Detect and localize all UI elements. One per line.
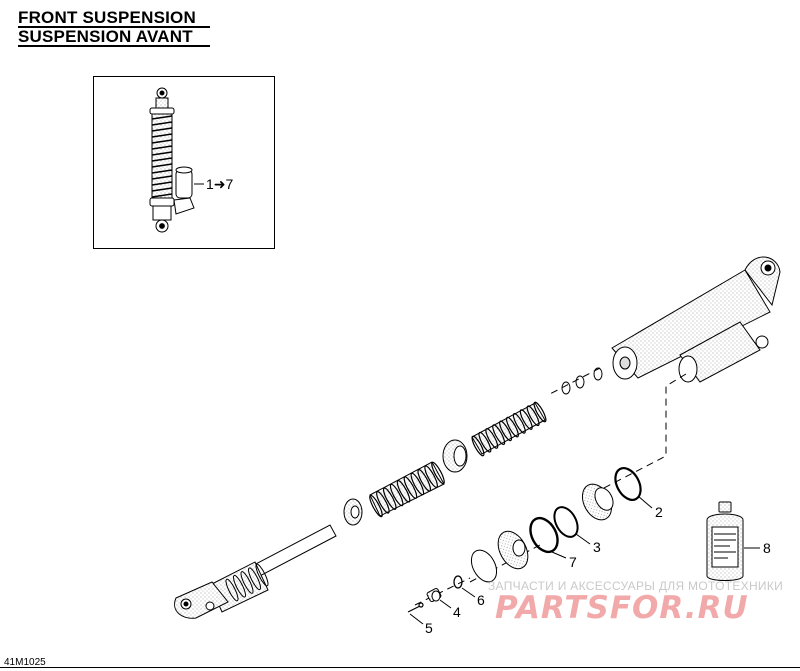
callout-3: 3 [593,539,601,555]
shaft-and-lower-eyelet [174,524,337,619]
thin-disc [470,549,498,583]
diagram-code: 41M1025 [4,657,46,668]
spring-coil [403,476,418,499]
inset-spring-coil [151,115,173,120]
shock-main-body [611,256,781,383]
inset-spring-coil [151,139,173,144]
spring-seat [442,439,468,473]
title-french-underline [18,45,210,47]
callout-4: 4 [453,604,461,620]
part-3-o-ring [553,506,579,538]
callout-leaders [409,495,760,625]
spring-coil [417,469,432,492]
body-washers [561,367,603,395]
spring-coil [396,480,411,503]
inset-spring-coil [151,163,173,168]
spring-coil [519,409,533,430]
piston-assembly [581,483,614,521]
spring-coil [382,487,397,510]
inset-spring-coil [151,187,173,192]
part-7-o-ring [529,516,559,554]
part-5-screw [407,602,424,613]
title-french: SUSPENSION AVANT [18,27,193,46]
spring-coil [505,416,519,438]
spring-coil [369,494,383,518]
part-2-o-ring [614,467,642,501]
spring-coil [512,412,526,434]
inset-spring-coil [151,169,173,174]
title-english: FRONT SUSPENSION [18,8,196,27]
inset-spring-coil [151,127,173,132]
upper-spring [471,401,547,457]
inset-spring-coil [151,193,173,198]
end-cap [497,530,529,570]
callout-2: 2 [655,504,663,520]
bottom-rule [0,667,800,668]
inset-spring-coil [151,145,173,150]
spring-coil [255,563,269,587]
inset-spring-coil [151,175,173,180]
part-6-small-o-ring [453,575,463,589]
spring-coil [478,431,492,453]
spring-coil [410,472,425,496]
watermark-tagline: ЗАПЧАСТИ И АКСЕССУАРЫ ДЛЯ МОТОТЕХНИКИ [488,579,784,593]
spring-coil [485,428,499,449]
inset-spring-coil [151,181,173,186]
spring-coil [225,578,239,602]
part-8-oil-bottle [706,501,744,581]
spring-coil [526,405,540,427]
inset-shock-illustration [149,87,204,233]
inset-spring-coil [151,151,173,156]
callout-7: 7 [569,554,577,570]
inset-spring-coil [151,157,173,162]
watermark-logo: PARTSFOR.RU [495,590,749,626]
spring-coil [431,461,445,485]
lower-spring [369,461,445,518]
assembly-axis-lines [414,367,687,606]
spring-coil [232,574,247,598]
spring-coil [471,435,485,457]
part-4-valve [426,587,442,603]
inset-spring-coil [151,133,173,138]
lower-washer [343,498,363,526]
spring-coil [492,424,506,446]
spring-coil [247,567,262,591]
inset-frame [93,76,275,249]
spring-coil [499,420,513,442]
callout-5: 5 [425,620,433,636]
spring-coil [424,465,438,488]
title-english-underline [18,26,210,28]
callout-8: 8 [763,540,771,556]
spring-coil [533,401,547,423]
callout-6: 6 [477,592,485,608]
inset-callout-label: 1➜7 [206,176,234,192]
spring-coil [389,483,404,507]
spring-coil [376,491,390,514]
inset-spring-coil [151,121,173,126]
spring-coil [240,571,254,594]
